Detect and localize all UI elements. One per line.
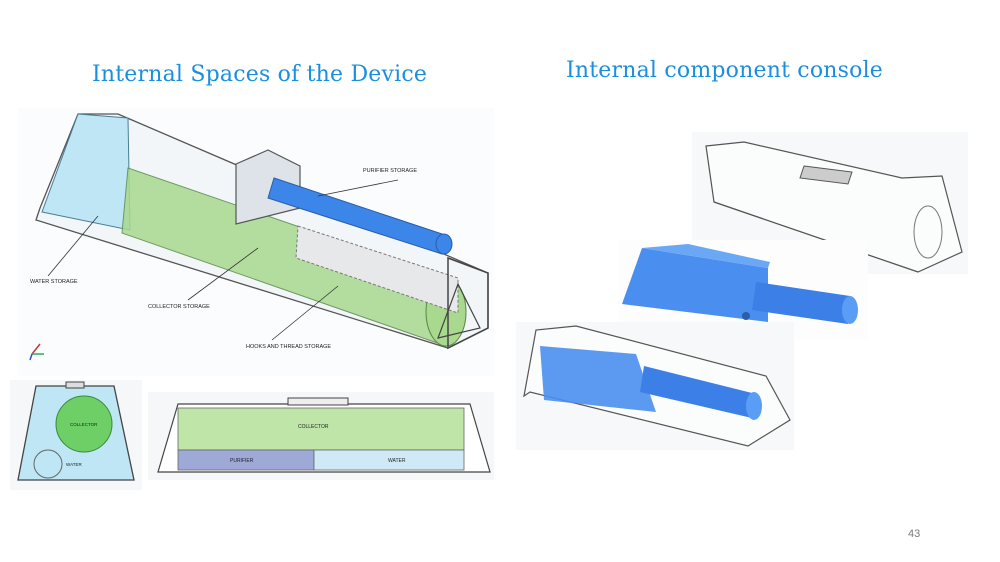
page-number: 43 [908,528,921,540]
collector-storage-label: COLLECTOR STORAGE [148,304,210,310]
internal-spaces-render: PURIFIER STORAGE WATER STORAGE COLLECTOR… [18,108,494,376]
console-assembled-render [516,322,794,450]
water-storage-label: WATER STORAGE [30,279,78,285]
hooks-thread-storage-region [295,225,459,314]
top-view-collector-label: COLLECTOR [298,424,329,430]
end-view-render: COLLECTOR WATER [10,380,142,490]
purifier-storage-label: PURIFIER STORAGE [363,168,417,174]
console-component-render [618,240,868,340]
hooks-thread-storage-label: HOOKS AND THREAD STORAGE [246,344,331,350]
right-section-title: Internal component console [566,58,884,83]
top-view-water-label: WATER [388,458,406,464]
axis-triad-icon [29,343,44,361]
top-view-purifier-label: PURIFIER [230,458,254,464]
end-view-collector-label: COLLECTOR [70,422,98,427]
left-section-title: Internal Spaces of the Device [92,62,428,87]
top-view-render: COLLECTOR PURIFIER WATER [148,392,494,480]
end-view-water-label: WATER [66,462,82,467]
